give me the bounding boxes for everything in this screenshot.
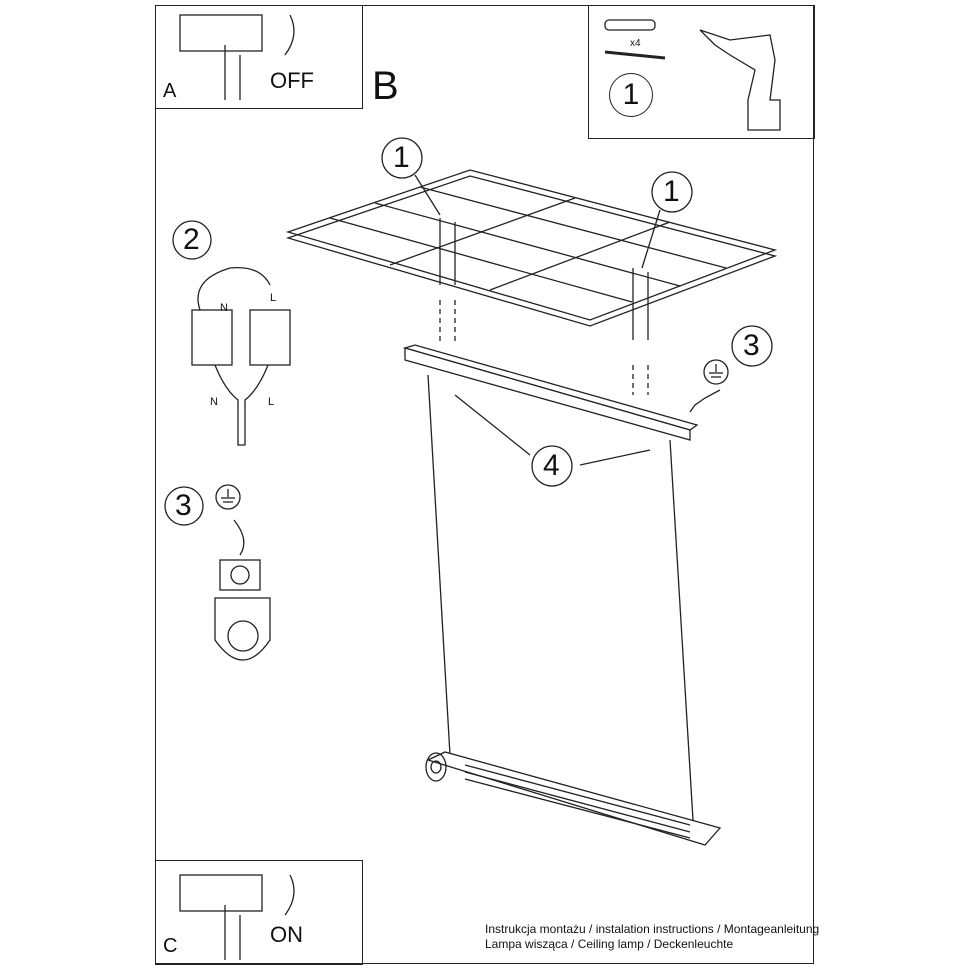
footer-line-1: Instrukcja montażu / instalation instruc… xyxy=(485,922,820,936)
footer-text: Instrukcja montażu / instalation instruc… xyxy=(485,922,819,952)
wire-l-top: L xyxy=(270,292,277,304)
callout-3-top-circle xyxy=(731,325,773,367)
callout-3-left: 3 xyxy=(175,489,192,522)
callout-1-right-circle xyxy=(651,171,693,213)
terminal-blocks xyxy=(191,266,291,446)
off-text: OFF xyxy=(270,68,314,93)
step-b-label: B xyxy=(372,64,399,108)
breaker-panel-a xyxy=(179,14,295,100)
callout-1-left: 1 xyxy=(393,141,410,174)
step-c-box xyxy=(155,860,363,965)
callout-2: 2 xyxy=(183,223,200,256)
callout-3-top: 3 xyxy=(743,329,760,362)
ceiling-panel xyxy=(285,169,778,327)
suspension-cable-right xyxy=(669,439,694,821)
step-a-label: A xyxy=(163,80,177,102)
quantity-text: x4 xyxy=(630,38,641,49)
step-c-label: C xyxy=(163,935,178,957)
callout-4-circle xyxy=(531,445,573,487)
callout-3-left-circle xyxy=(164,486,204,526)
tools-callout: 1 xyxy=(609,73,653,117)
mounting-bar xyxy=(402,344,721,441)
on-text: ON xyxy=(270,922,303,947)
callout-4: 4 xyxy=(543,449,560,482)
breaker-panel-c xyxy=(179,874,295,960)
callout-2-circle xyxy=(172,220,212,260)
footer-line-2: Lampa wisząca / Ceiling lamp / Deckenleu… xyxy=(485,937,734,951)
callout-1-right: 1 xyxy=(663,175,680,208)
lamp-tube xyxy=(425,751,722,846)
ceiling-anchors xyxy=(439,218,649,395)
page-frame xyxy=(155,5,814,964)
drill-icon xyxy=(699,29,781,131)
ground-icon-left xyxy=(215,484,241,510)
screw-anchor-icons xyxy=(604,19,666,60)
step-a-box xyxy=(155,5,363,109)
ground-icon xyxy=(703,359,729,385)
tools-box xyxy=(588,5,815,139)
wire-l-bottom: L xyxy=(268,396,275,408)
ground-terminal xyxy=(214,519,271,661)
wire-n-top: N xyxy=(220,302,228,314)
wire-n-bottom: N xyxy=(210,396,218,408)
callout-1-left-circle xyxy=(381,137,423,179)
suspension-cable-left xyxy=(427,374,451,756)
